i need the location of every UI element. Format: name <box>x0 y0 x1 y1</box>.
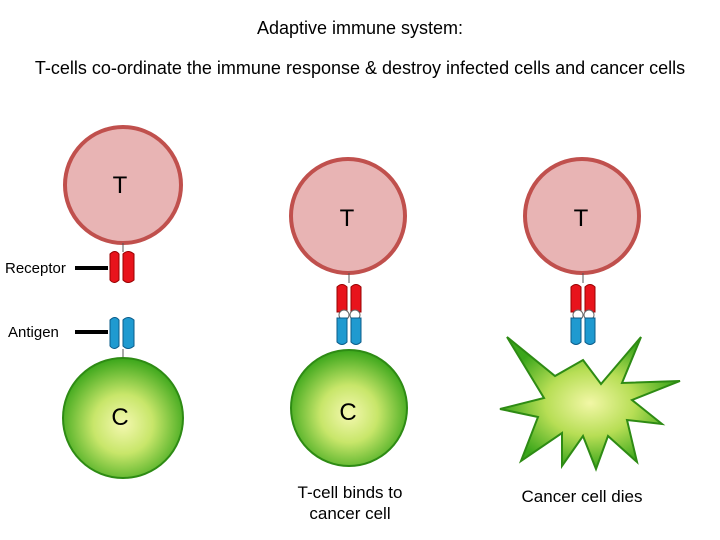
antigen-1 <box>109 317 135 349</box>
t-cell-2-label: T <box>339 205 355 232</box>
cancer-cell-2 <box>290 349 408 467</box>
t-cell-3 <box>523 157 641 275</box>
t-cell-3-label: T <box>573 205 589 232</box>
receptor-2 <box>336 284 362 321</box>
antigen-3 <box>570 317 596 345</box>
antigen-label: Antigen <box>8 324 59 341</box>
receptor-1 <box>109 251 135 283</box>
receptor-3 <box>570 284 596 321</box>
death-caption: Cancer cell dies <box>521 487 643 506</box>
dying-cancer-cell <box>499 336 681 472</box>
t-cell-1-label: T <box>112 172 128 199</box>
diagram-title: Adaptive immune system: <box>256 18 464 38</box>
antigen-2 <box>336 317 362 345</box>
t-cell-2 <box>289 157 407 275</box>
cancer-cell-1-label: C <box>111 404 129 431</box>
cancer-cell-1 <box>62 357 184 479</box>
diagram-subtitle: T-cells co-ordinate the immune response … <box>34 58 686 78</box>
binding-caption: T-cell binds to cancer cell <box>297 483 403 523</box>
receptor-label: Receptor <box>5 260 66 277</box>
cancer-cell-2-label: C <box>339 399 357 426</box>
